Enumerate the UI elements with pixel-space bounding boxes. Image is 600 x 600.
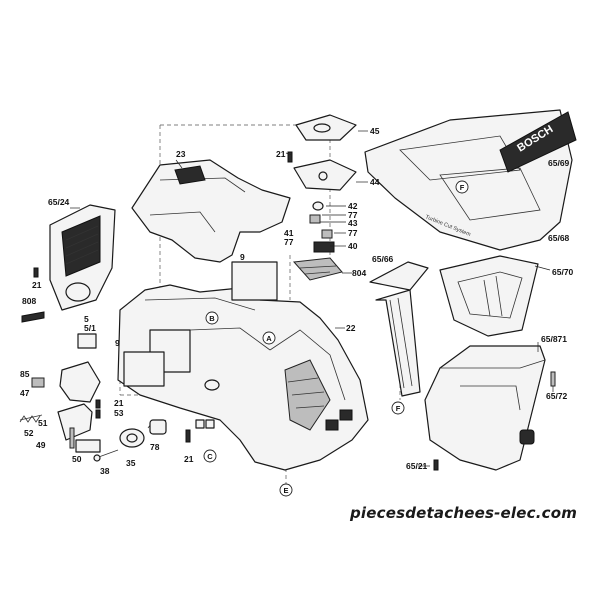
part-22-main-housing [117, 284, 369, 471]
label-77-a: 77 [348, 210, 358, 220]
label-65-72: 65/72 [546, 391, 568, 401]
callout-b: B [209, 314, 215, 323]
label-21-switch: 21 [114, 398, 124, 408]
screw-21-left [33, 267, 39, 278]
label-5: 5 [84, 314, 89, 324]
part-77 [321, 229, 333, 239]
part-808 [21, 311, 45, 323]
part-number-labels: 23 21 45 44 42 77 43 41 77 77 40 804 65/… [20, 126, 574, 476]
label-65-871: 65/871 [541, 334, 567, 344]
label-38: 38 [100, 466, 110, 476]
label-41: 41 [284, 228, 294, 238]
label-44: 44 [370, 177, 380, 187]
label-65-70: 65/70 [552, 267, 574, 277]
label-51: 51 [38, 418, 48, 428]
label-42: 42 [348, 201, 358, 211]
callout-e: E [283, 486, 288, 495]
part-40 [313, 241, 335, 253]
switch-assembly [19, 333, 101, 453]
part-65-871-collection-box [424, 345, 556, 471]
part-65-66-pusher [369, 261, 429, 397]
callout-c: C [207, 452, 213, 461]
bosch-badge [499, 111, 577, 173]
part-9-label-upper [231, 261, 278, 301]
label-21-bottom: 21 [184, 454, 194, 464]
label-22: 22 [346, 323, 356, 333]
label-808: 808 [22, 296, 36, 306]
part-50 [75, 439, 101, 453]
part-65-70-chute [439, 255, 539, 337]
label-77-b: 77 [284, 237, 294, 247]
knob-assembly [93, 379, 220, 462]
control-panel-stack [287, 114, 357, 281]
label-47: 47 [20, 388, 30, 398]
part-9-label-lower [123, 351, 165, 387]
hub-part [204, 379, 220, 391]
part-43 [309, 214, 321, 224]
part-65-24-side-cover [49, 204, 116, 311]
label-45: 45 [370, 126, 380, 136]
label-78: 78 [150, 442, 160, 452]
site-watermark: piecesdetachees-elec.com [349, 504, 577, 522]
label-65-24: 65/24 [48, 197, 70, 207]
part-23-upper-cover [131, 159, 291, 263]
label-65-68: 65/68 [548, 233, 570, 243]
callout-f-lid: F [460, 183, 465, 192]
label-40: 40 [348, 241, 358, 251]
reference-callouts: A B C E F F [203, 180, 469, 497]
part-5-switch [77, 333, 97, 349]
label-9-lower: 9 [115, 338, 120, 348]
label-43: 43 [348, 218, 358, 228]
label-21-top: 21 [276, 149, 286, 159]
label-804: 804 [352, 268, 366, 278]
part-65-21 [433, 459, 439, 471]
label-52: 52 [24, 428, 34, 438]
part-21-bolt [185, 429, 191, 443]
callout-a: A [266, 334, 272, 343]
label-50: 50 [72, 454, 82, 464]
screw-21-top [287, 151, 293, 163]
part-47-bracket [59, 361, 101, 403]
callout-f-pusher: F [396, 404, 401, 413]
label-77-c: 77 [348, 228, 358, 238]
label-65-66: 65/66 [372, 254, 394, 264]
part-42 [312, 201, 324, 211]
label-53: 53 [114, 408, 124, 418]
label-23: 23 [176, 149, 186, 159]
part-85 [31, 377, 45, 388]
label-9-upper: 9 [240, 252, 245, 262]
part-53 [95, 409, 101, 419]
part-51 [57, 403, 93, 441]
part-49-pin [69, 427, 75, 449]
label-21-left: 21 [32, 280, 42, 290]
part-65-69-hopper-lid [364, 109, 577, 251]
label-49: 49 [36, 440, 46, 450]
label-5-1: 5/1 [84, 323, 96, 333]
label-85: 85 [20, 369, 30, 379]
part-21-screw [95, 399, 101, 409]
leader-lines [70, 130, 554, 467]
part-804-pcb [292, 257, 343, 281]
label-65-21: 65/21 [406, 461, 428, 471]
part-65-72 [550, 371, 556, 387]
label-35: 35 [126, 458, 136, 468]
label-65-69: 65/69 [548, 158, 570, 168]
